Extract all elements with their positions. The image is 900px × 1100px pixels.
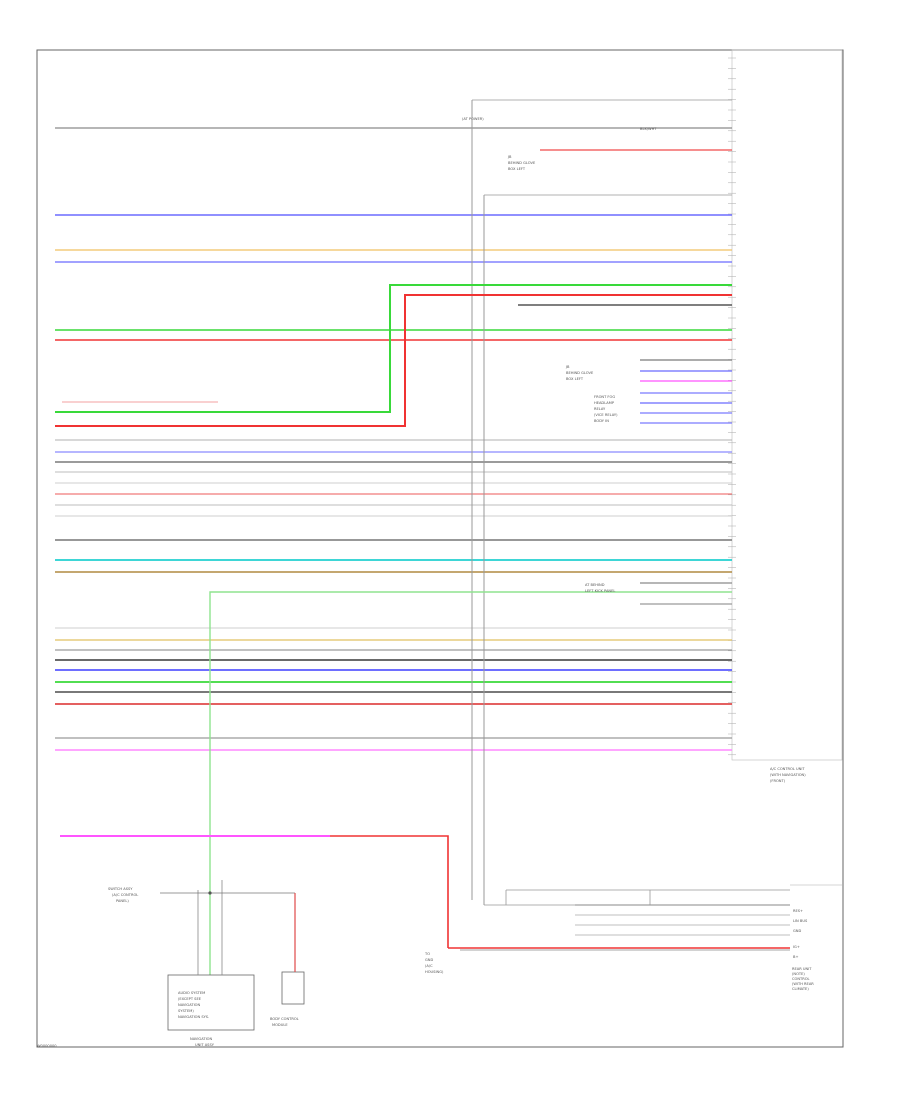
svg-text:LEFT KICK PANEL: LEFT KICK PANEL [585,589,615,593]
nav-splice [208,891,212,895]
rear-pin-3: GND [793,929,801,933]
svg-text:AT BEHIND: AT BEHIND [585,583,605,587]
svg-text:(VICE RELAY): (VICE RELAY) [594,413,618,417]
wire-green-crossover [55,284,732,413]
body-control-label: BODY CONTROL MODULE [270,1017,299,1027]
svg-text:HOUSING): HOUSING) [425,970,444,974]
switch-label: SWITCH ASSY (A/C CONTROL PANEL) [108,887,138,903]
main-module-label: A/C CONTROL UNIT (WITH NAVIGATION) (FRON… [770,767,806,783]
footer-code: W0000000 [37,1044,57,1048]
svg-text:BEHIND GLOVE: BEHIND GLOVE [566,371,594,375]
junction-side-label: FRONT FOG HEADLAMP RELAY (VICE RELAY) BO… [594,395,618,423]
wires [55,127,732,751]
navigation-unit-box [167,974,255,1031]
svg-text:(EXCEPT SEE: (EXCEPT SEE [178,997,202,1001]
navigation-unit-text: AUDIO SYSTEM (EXCEPT SEE NAVIGATION SYST… [178,991,209,1019]
note-2: BLK/WHT [640,127,657,131]
rear-pin-1: RES+ [793,909,803,913]
rear-pin-5: B+ [793,955,798,959]
svg-text:BOX LEFT: BOX LEFT [508,167,526,171]
svg-text:(WITH NAVIGATION): (WITH NAVIGATION) [770,773,806,777]
rear-unit-label: REAR UNIT (NOTE) CONTROL (WITH REAR CLIM… [792,967,814,991]
svg-text:JB: JB [507,155,512,159]
wire-green-nav-feed [209,591,732,975]
svg-text:(A/C: (A/C [425,964,433,968]
svg-text:TO: TO [424,952,430,956]
svg-text:GND: GND [425,958,433,962]
svg-text:FRONT FOG: FRONT FOG [594,395,615,399]
svg-text:CONTROL: CONTROL [792,977,810,981]
junction-label-2: JB BEHIND GLOVE BOX LEFT [565,365,594,381]
svg-text:PANEL): PANEL) [116,899,129,903]
svg-text:AUDIO SYSTEM: AUDIO SYSTEM [178,991,205,995]
wire-red-crossover [55,294,732,427]
svg-text:SYSTEM): SYSTEM) [178,1009,194,1013]
svg-text:UNIT ASSY: UNIT ASSY [195,1043,215,1047]
svg-text:SWITCH ASSY: SWITCH ASSY [108,887,133,891]
svg-text:A/C CONTROL UNIT: A/C CONTROL UNIT [770,767,805,771]
svg-text:REAR UNIT: REAR UNIT [792,967,812,971]
svg-text:(FRONT): (FRONT) [770,779,786,783]
rear-pin-2: LIN BUS [793,919,808,923]
svg-text:(NOTE): (NOTE) [792,972,805,976]
ac-control-unit [731,49,843,761]
svg-text:JB: JB [565,365,570,369]
ground-label: TO GND (A/C HOUSING) [424,952,444,974]
svg-text:(WITH REAR: (WITH REAR [792,982,814,986]
svg-text:NAVIGATION SYS.: NAVIGATION SYS. [178,1015,209,1019]
rear-pin-4: IG+ [793,945,800,949]
svg-text:NAVIGATION: NAVIGATION [190,1037,212,1041]
svg-text:BODY CONTROL: BODY CONTROL [270,1017,299,1021]
svg-text:BODY IN: BODY IN [594,419,609,423]
svg-text:BEHIND GLOVE: BEHIND GLOVE [508,161,536,165]
svg-text:CLIMATE): CLIMATE) [792,987,809,991]
diagram-frame [36,49,844,1048]
svg-text:BOX LEFT: BOX LEFT [566,377,584,381]
svg-text:MODULE: MODULE [272,1023,288,1027]
svg-text:RELAY: RELAY [594,407,606,411]
junction-label-1: JB BEHIND GLOVE BOX LEFT [507,155,536,171]
svg-text:HEADLAMP: HEADLAMP [594,401,615,405]
navigation-label: NAVIGATION UNIT ASSY [190,1037,215,1047]
svg-text:NAVIGATION: NAVIGATION [178,1003,200,1007]
svg-text:(A/C CONTROL: (A/C CONTROL [112,893,138,897]
body-control-box [281,971,305,1005]
junction-label-3: AT BEHIND LEFT KICK PANEL [585,583,615,593]
wire-red-ground [330,835,449,948]
note-1: (AT POWER) [462,117,484,121]
